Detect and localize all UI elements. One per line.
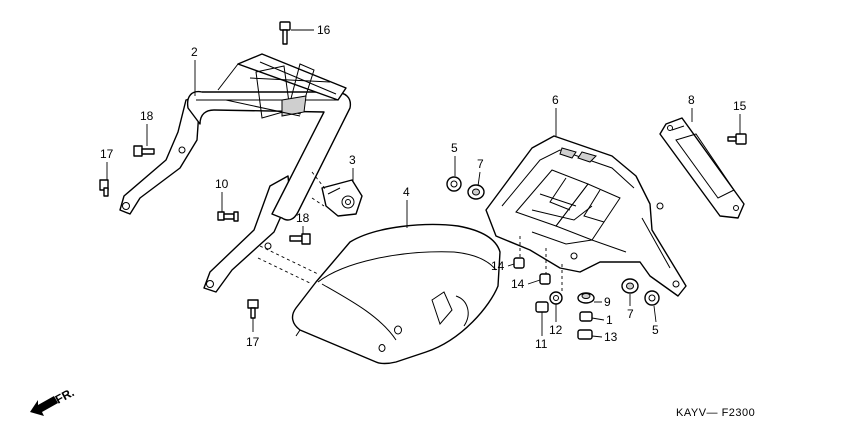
callout-6: 6 xyxy=(552,93,559,107)
callout-13: 13 xyxy=(604,330,618,344)
callout-10: 10 xyxy=(215,177,229,191)
callout-12: 12 xyxy=(549,323,563,337)
callout-18-top: 18 xyxy=(140,109,154,123)
bolt-15 xyxy=(727,133,747,145)
callout-7-left: 7 xyxy=(477,157,484,171)
callout-17-bottom: 17 xyxy=(246,335,260,349)
front-arrow-icon xyxy=(30,396,58,416)
nut-14-upper xyxy=(513,257,525,269)
rear-cowl xyxy=(291,223,501,365)
rear-carrier xyxy=(119,53,352,293)
grommet-5-left xyxy=(446,176,462,192)
callout-7-right: 7 xyxy=(627,307,634,321)
callout-9: 9 xyxy=(604,295,611,309)
fastener-18-mid xyxy=(289,233,311,245)
license-plate-bracket xyxy=(659,117,745,219)
callout-14-lower: 14 xyxy=(511,277,525,291)
callout-14-upper: 14 xyxy=(491,259,505,273)
collar-7-right xyxy=(621,278,639,294)
washer-1 xyxy=(579,311,593,322)
callout-8: 8 xyxy=(688,93,695,107)
callout-15: 15 xyxy=(733,99,747,113)
callout-3: 3 xyxy=(349,153,356,167)
fastener-16 xyxy=(279,21,291,45)
callout-17-top: 17 xyxy=(100,147,114,161)
callout-5-right: 5 xyxy=(652,323,659,337)
nut-14-lower xyxy=(539,273,551,285)
fastener-10 xyxy=(217,211,239,222)
callout-11: 11 xyxy=(535,337,548,351)
front-direction-marker: FR. xyxy=(30,385,76,416)
fastener-17-top xyxy=(99,179,109,197)
collar-12 xyxy=(549,291,563,305)
callout-2: 2 xyxy=(191,45,198,59)
rear-fender xyxy=(485,135,687,297)
nut-11 xyxy=(535,301,549,313)
leader-lines xyxy=(106,29,741,338)
collar-9 xyxy=(577,292,595,304)
callout-18-mid: 18 xyxy=(296,211,310,225)
callout-4: 4 xyxy=(403,185,410,199)
nut-13 xyxy=(577,329,593,340)
carrier-bracket xyxy=(321,179,363,217)
diagram-code: KAYV— F2300 xyxy=(676,407,755,419)
callout-5-left: 5 xyxy=(451,141,458,155)
grommet-5-right xyxy=(644,290,660,306)
fastener-18-top xyxy=(133,145,155,157)
fastener-17-bottom xyxy=(247,299,259,319)
callout-16: 16 xyxy=(317,23,331,37)
callout-labels: 2 16 18 17 3 4 10 18 17 5 7 6 8 15 14 14… xyxy=(100,23,747,351)
callout-1: 1 xyxy=(606,313,613,327)
collar-7-left xyxy=(467,184,485,200)
